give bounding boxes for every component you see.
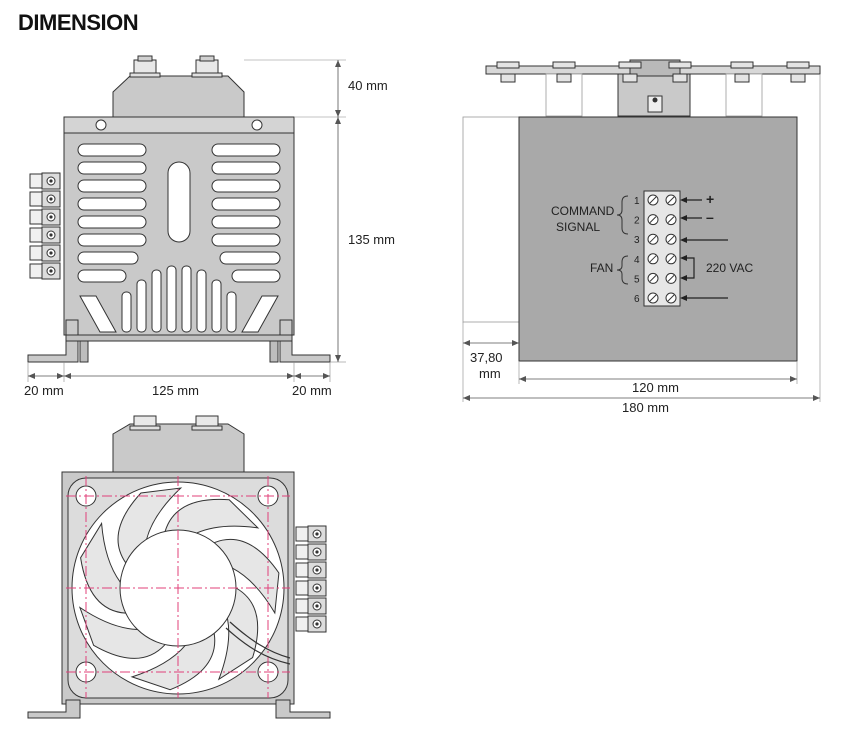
command-label-line2: SIGNAL	[556, 220, 600, 234]
fan-label: FAN	[590, 261, 613, 275]
dim-right-label: 20 mm	[292, 383, 332, 398]
dim-inner-label: 120 mm	[632, 380, 679, 395]
vac-label: 220 VAC	[706, 261, 753, 275]
side-terminal	[29, 190, 61, 208]
rail-screw	[786, 61, 810, 83]
side-terminal	[295, 525, 327, 543]
fan-blade	[164, 498, 260, 534]
side-top-screws	[496, 61, 810, 83]
dim-left-label: 20 mm	[24, 383, 64, 398]
page-title: DIMENSION	[18, 10, 139, 35]
terminal-number: 4	[634, 255, 640, 266]
dim-width-label: 125 mm	[152, 383, 199, 398]
front-view: 40 mm 135 mm 20 mm 125 mm 20 mm	[24, 55, 395, 398]
front-top-connector	[112, 55, 245, 118]
fan-blade	[130, 632, 216, 691]
terminal-number: 5	[634, 274, 640, 285]
terminal-number: 2	[634, 216, 640, 227]
back-mounting-feet	[27, 699, 331, 719]
heatsink	[63, 116, 295, 336]
rail-screw	[552, 61, 576, 83]
side-terminal	[295, 579, 327, 597]
terminal-number: 3	[634, 235, 640, 246]
fan-brace	[616, 255, 629, 285]
dim-offset-label-1: 37,80	[470, 350, 503, 365]
back-view	[27, 415, 331, 719]
control-terminal-strip: 1 2 3 4 5 6	[634, 190, 681, 307]
fan-blade	[80, 521, 127, 614]
dim-top-label: 40 mm	[348, 78, 388, 93]
dim-total-label: 180 mm	[622, 400, 669, 415]
rail-screw	[668, 61, 692, 83]
side-view: 1 2 3 4 5 6 COMMAND SIGNAL FAN 220 VAC + –	[462, 59, 821, 415]
side-terminal	[29, 262, 61, 280]
side-terminal	[295, 543, 327, 561]
fan-blade	[217, 587, 259, 681]
terminal-arrows	[680, 197, 728, 301]
side-terminal	[295, 561, 327, 579]
fan-blade	[78, 606, 166, 659]
fan-blade	[213, 538, 280, 615]
command-brace	[616, 195, 629, 235]
rail-screw	[496, 61, 520, 83]
side-terminal	[29, 226, 61, 244]
side-terminal	[29, 208, 61, 226]
front-side-terminals	[29, 172, 61, 280]
minus-sign: –	[706, 209, 714, 225]
fan-crosshairs	[66, 476, 290, 698]
side-top-rails	[485, 59, 821, 117]
side-terminal	[295, 615, 327, 633]
side-terminal	[29, 244, 61, 262]
plus-sign: +	[706, 191, 714, 207]
back-side-terminals	[295, 525, 327, 633]
dim-height-label: 135 mm	[348, 232, 395, 247]
rail-screw	[618, 61, 642, 83]
side-fan-housing	[462, 116, 520, 323]
rail-screw	[730, 61, 754, 83]
side-terminal	[29, 172, 61, 190]
side-terminal	[295, 597, 327, 615]
terminal-number: 1	[634, 196, 640, 207]
dim-offset-label-2: mm	[479, 366, 501, 381]
command-label-line1: COMMAND	[551, 204, 615, 218]
fan-blade	[117, 487, 183, 564]
terminal-number: 6	[634, 294, 640, 305]
fan-blades	[78, 487, 280, 691]
back-top-connector	[112, 415, 245, 473]
